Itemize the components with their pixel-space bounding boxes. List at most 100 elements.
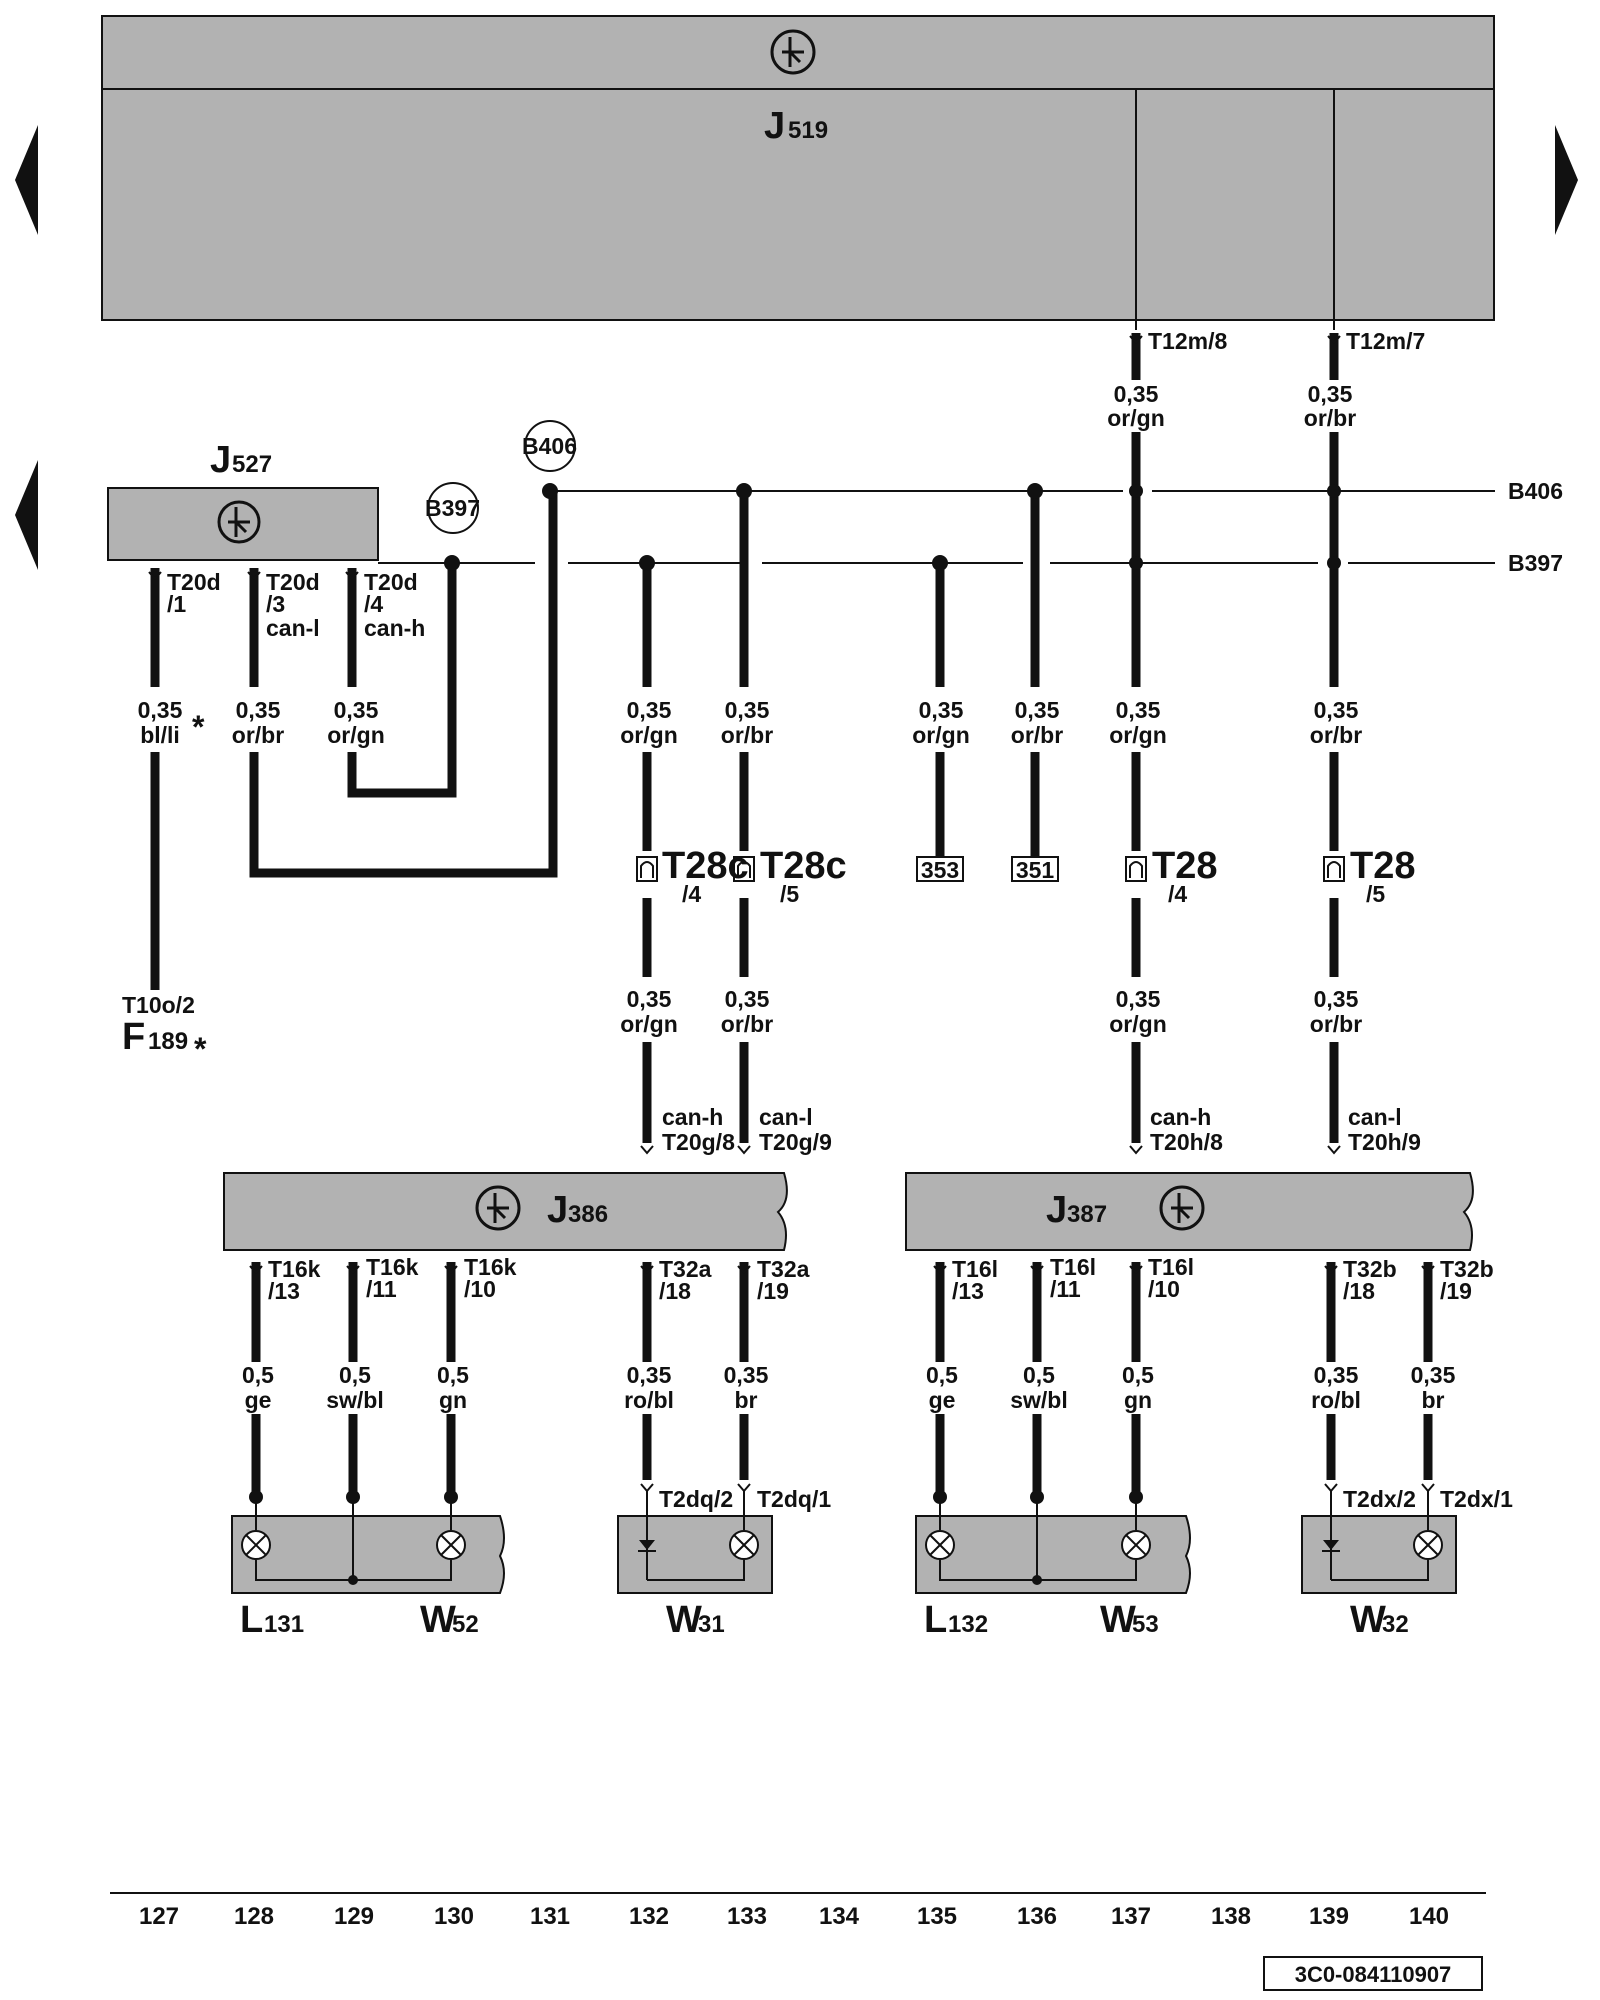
svg-text:353: 353 [921,857,959,883]
svg-text:/13: /13 [268,1278,300,1304]
pin-t2dx1: T2dx/1 [1440,1486,1513,1512]
svg-text:0,35: 0,35 [236,697,281,723]
module-j386-label: J [547,1189,568,1231]
svg-text:0,35: 0,35 [725,986,770,1012]
svg-text:can-l: can-l [759,1104,813,1130]
svg-text:can-l: can-l [1348,1104,1402,1130]
bulb-icon [1121,1530,1151,1560]
pin-t2dq1: T2dq/1 [757,1486,831,1512]
column-number: 130 [434,1903,474,1930]
wire-labels: 0,35 or/gn 0,35 or/br 0,35 bl/li 0,35 or… [138,381,1363,1037]
control-unit-icon [770,29,816,75]
module-j519: J 519 [101,15,1495,330]
column-number: 138 [1211,1903,1251,1930]
svg-text:31: 31 [698,1611,725,1638]
svg-text:/18: /18 [1343,1278,1375,1304]
column-number: 140 [1409,1903,1449,1930]
wire-segments-lower [251,1262,1433,1495]
column-number: 132 [629,1903,669,1930]
svg-text:ro/bl: ro/bl [1311,1387,1361,1413]
svg-text:or/br: or/br [721,1011,773,1037]
svg-text:189: 189 [148,1028,188,1055]
svg-text:can-l: can-l [266,615,320,641]
document-id: 3C0-084110907 [1263,1956,1483,1991]
svg-text:351: 351 [1016,857,1055,883]
svg-text:0,35: 0,35 [1314,697,1359,723]
svg-text:/19: /19 [757,1278,789,1304]
svg-text:52: 52 [452,1611,479,1638]
pin-t12m8: T12m/8 [1148,328,1227,354]
svg-text:32: 32 [1382,1611,1409,1638]
svg-text:/18: /18 [659,1278,691,1304]
pin-t10o2: T10o/2 [122,992,195,1018]
diode-icon [638,1540,656,1552]
pin-markers-lower [249,1265,1435,1493]
svg-text:or/br: or/br [721,722,773,748]
column-number: 136 [1017,1903,1057,1930]
pin-markers-bus [640,1145,1341,1155]
svg-text:sw/bl: sw/bl [1010,1387,1068,1413]
pin-t20d-3: T20d [266,569,320,595]
svg-text:386: 386 [568,1201,608,1228]
svg-text:or/gn: or/gn [620,1011,678,1037]
svg-text:/5: /5 [780,881,799,907]
svg-text:/11: /11 [366,1276,397,1302]
bulb-icon [729,1530,759,1560]
svg-text:or/br: or/br [1304,405,1356,431]
pin-t2dq2: T2dq/2 [659,1486,733,1512]
bus-b406-label: B406 [1508,478,1563,504]
column-number: 139 [1309,1903,1349,1930]
svg-text:/19: /19 [1440,1278,1472,1304]
module-j387: J 387 [905,1172,1474,1251]
svg-text:or/br: or/br [1011,722,1063,748]
bus-b397: B397 B397 [378,482,1563,576]
svg-text:bl/li: bl/li [140,722,180,748]
pin-t32b-18: T32b [1343,1256,1397,1282]
control-unit-icon [1159,1185,1205,1231]
svg-text:0,35: 0,35 [1308,381,1353,407]
pin-t16k-10: T16k [464,1254,517,1280]
svg-text:527: 527 [232,451,272,478]
svg-text:0,35: 0,35 [919,697,964,723]
pin-markers [148,335,1341,581]
svg-text:or/br: or/br [1310,1011,1362,1037]
svg-text:/1: /1 [167,591,186,617]
ground-point-353: 353 [916,856,964,883]
bus-b397-label: B397 [1508,550,1563,576]
component-l131: L [240,1599,263,1641]
column-number: 137 [1111,1903,1151,1930]
svg-text:131: 131 [264,1611,304,1638]
column-number: 133 [727,1903,767,1930]
svg-text:/4: /4 [1168,881,1187,907]
svg-text:/3: /3 [266,591,285,617]
svg-text:can-h: can-h [364,615,425,641]
page-prev-arrow-icon[interactable] [15,125,38,235]
svg-text:ge: ge [245,1387,272,1413]
pin-t32a-19: T32a [757,1256,810,1282]
svg-text:0,35: 0,35 [627,1362,672,1388]
svg-text:B397: B397 [425,495,480,521]
svg-text:0,5: 0,5 [1023,1362,1055,1388]
svg-text:0,35: 0,35 [138,697,183,723]
svg-text:0,5: 0,5 [926,1362,958,1388]
svg-text:/10: /10 [1148,1276,1180,1302]
section-prev-arrow-icon[interactable] [15,460,38,570]
component-w53: W [1100,1599,1136,1641]
svg-text:0,35: 0,35 [334,697,379,723]
pin-t20h8: T20h/8 [1150,1129,1223,1155]
svg-text:*: * [194,1031,207,1067]
svg-text:sw/bl: sw/bl [326,1387,384,1413]
svg-text:gn: gn [1124,1387,1152,1413]
module-j387-label: J [1046,1189,1067,1231]
page-next-arrow-icon[interactable] [1555,125,1578,235]
bulb-icon [925,1530,955,1560]
column-number: 127 [139,1903,179,1930]
svg-text:/11: /11 [1050,1276,1081,1302]
svg-text:/4: /4 [364,591,383,617]
svg-text:can-h: can-h [662,1104,723,1130]
module-j386: J 386 [223,1172,788,1251]
splice-points [444,483,1341,571]
diode-icon [1322,1540,1340,1552]
svg-text:F: F [122,1016,145,1058]
